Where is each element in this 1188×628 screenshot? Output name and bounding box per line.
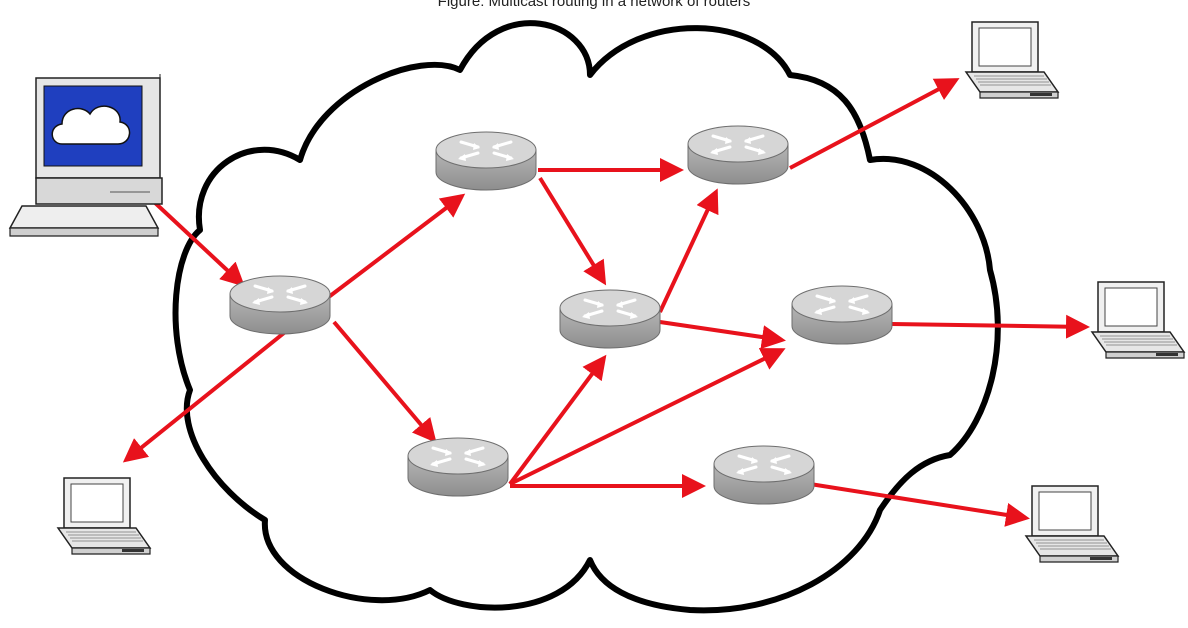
- router-icon: [558, 288, 662, 350]
- link-r6-laptop-right: [891, 314, 1090, 339]
- link-r1-r2: [328, 193, 466, 298]
- link-r3-r5: [508, 354, 607, 486]
- laptop-icon: [57, 477, 151, 555]
- routers: [228, 124, 894, 506]
- router-icon: [228, 274, 332, 336]
- laptop-icon: [1091, 281, 1185, 359]
- link-r7-laptop-bottom-right: [809, 482, 1030, 527]
- source-computer-icon: [8, 74, 163, 237]
- router-icon: [686, 124, 790, 186]
- router-icon: [712, 444, 816, 506]
- link-r1-r3: [332, 320, 437, 444]
- link-r5-r6: [659, 320, 786, 349]
- link-r2-r5: [538, 176, 607, 286]
- router-icon: [406, 436, 510, 498]
- router-icon: [790, 284, 894, 346]
- laptop-icon: [1025, 485, 1119, 563]
- link-r5-r4: [658, 188, 719, 313]
- router-icon: [434, 130, 538, 192]
- diagram-caption: Figure: Multicast routing in a network o…: [437, 0, 751, 10]
- link-source-r1: [150, 198, 245, 287]
- link-r4-laptop-top-right: [789, 78, 960, 170]
- network-cloud: [172, 20, 1001, 614]
- link-r3-r6: [509, 348, 786, 486]
- multicast-links: [122, 78, 1090, 527]
- laptop-icon: [965, 21, 1059, 99]
